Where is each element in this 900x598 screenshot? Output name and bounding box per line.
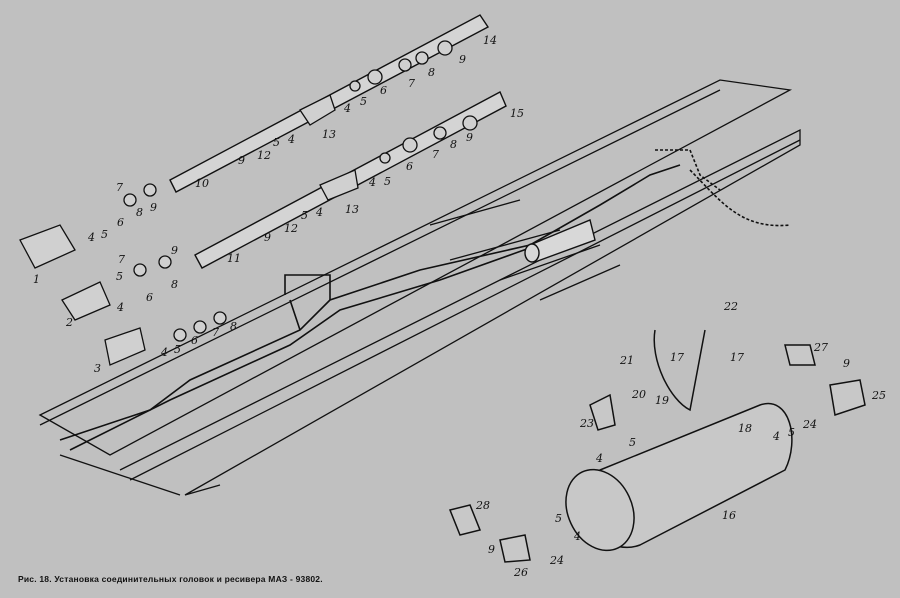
- callout-number: 15: [510, 107, 524, 120]
- callout-number: 18: [738, 422, 752, 435]
- callout-number: 4: [160, 346, 168, 359]
- callout-number: 9: [843, 357, 850, 370]
- callout-number: 5: [301, 209, 308, 222]
- callout-number: 24: [549, 554, 564, 567]
- callout-number: 23: [579, 417, 594, 430]
- callout-number: 5: [555, 512, 562, 525]
- callout-number: 27: [813, 341, 828, 354]
- callout-number: 12: [257, 149, 271, 162]
- callout-number: 13: [345, 203, 359, 216]
- callout-number: 9: [171, 244, 178, 257]
- callout-number: 4: [772, 430, 780, 443]
- callout-number: 19: [655, 394, 669, 407]
- callout-number: 9: [466, 131, 473, 144]
- callout-number: 9: [459, 53, 466, 66]
- callout-number: 5: [629, 436, 636, 449]
- frame-receiver-cylinder: [524, 219, 596, 263]
- callout-number: 7: [432, 148, 439, 161]
- callout-number: 9: [150, 201, 157, 214]
- callout-number: 5: [788, 426, 795, 439]
- callout-number: 6: [191, 334, 198, 347]
- callout-number: 7: [118, 253, 125, 266]
- callout-number: 4: [87, 231, 95, 244]
- callout-number: 14: [483, 34, 497, 47]
- callout-number: 8: [171, 278, 178, 291]
- callout-number: 22: [723, 300, 738, 313]
- callout-number: 7: [116, 181, 123, 194]
- callout-number: 12: [284, 222, 298, 235]
- callout-number: 13: [322, 128, 336, 141]
- figure-caption: Рис. 18. Установка соединительных голово…: [18, 574, 323, 584]
- callout-number: 8: [450, 138, 457, 151]
- callout-number: 7: [408, 77, 415, 90]
- callout-number: 20: [631, 388, 646, 401]
- callout-number: 8: [136, 206, 143, 219]
- callout-number: 9: [264, 231, 271, 244]
- callout-number: 5: [360, 95, 367, 108]
- callout-number: 8: [428, 66, 435, 79]
- callout-number: 5: [273, 136, 280, 149]
- callout-number: 7: [212, 326, 219, 339]
- callout-number: 5: [101, 228, 108, 241]
- callout-number: 1: [33, 273, 40, 286]
- callout-number: 5: [384, 175, 391, 188]
- callout-number: 4: [573, 530, 581, 543]
- callout-number: 24: [802, 418, 817, 431]
- callout-number: 17: [730, 351, 744, 364]
- callout-number: 2: [65, 316, 73, 329]
- callout-number: 21: [619, 354, 634, 367]
- fittings: [19, 40, 478, 366]
- callout-number: 5: [116, 270, 123, 283]
- air-lines: [59, 149, 791, 451]
- callout-number: 26: [513, 566, 528, 579]
- callout-number: 6: [380, 84, 387, 97]
- callout-number: 4: [595, 452, 603, 465]
- callout-number: 5: [174, 343, 181, 356]
- callout-number: 11: [227, 252, 241, 265]
- callout-number: 4: [343, 102, 351, 115]
- air-receiver-tank: [448, 329, 866, 563]
- callout-number: 4: [315, 206, 323, 219]
- callout-number: 8: [230, 320, 237, 333]
- callout-numbers: 1415987654134512910798654198765413451291…: [33, 34, 886, 579]
- callout-number: 28: [475, 499, 490, 512]
- callout-number: 10: [195, 177, 209, 190]
- callout-number: 16: [722, 509, 736, 522]
- callout-number: 9: [488, 543, 495, 556]
- callout-number: 6: [146, 291, 153, 304]
- callout-number: 3: [94, 362, 101, 375]
- callout-number: 6: [117, 216, 124, 229]
- callout-number: 4: [368, 176, 376, 189]
- callout-number: 25: [871, 389, 886, 402]
- callout-number: 4: [116, 301, 124, 314]
- callout-number: 17: [670, 351, 684, 364]
- callout-number: 4: [287, 133, 295, 146]
- callout-number: 6: [406, 160, 413, 173]
- callout-number: 9: [238, 154, 245, 167]
